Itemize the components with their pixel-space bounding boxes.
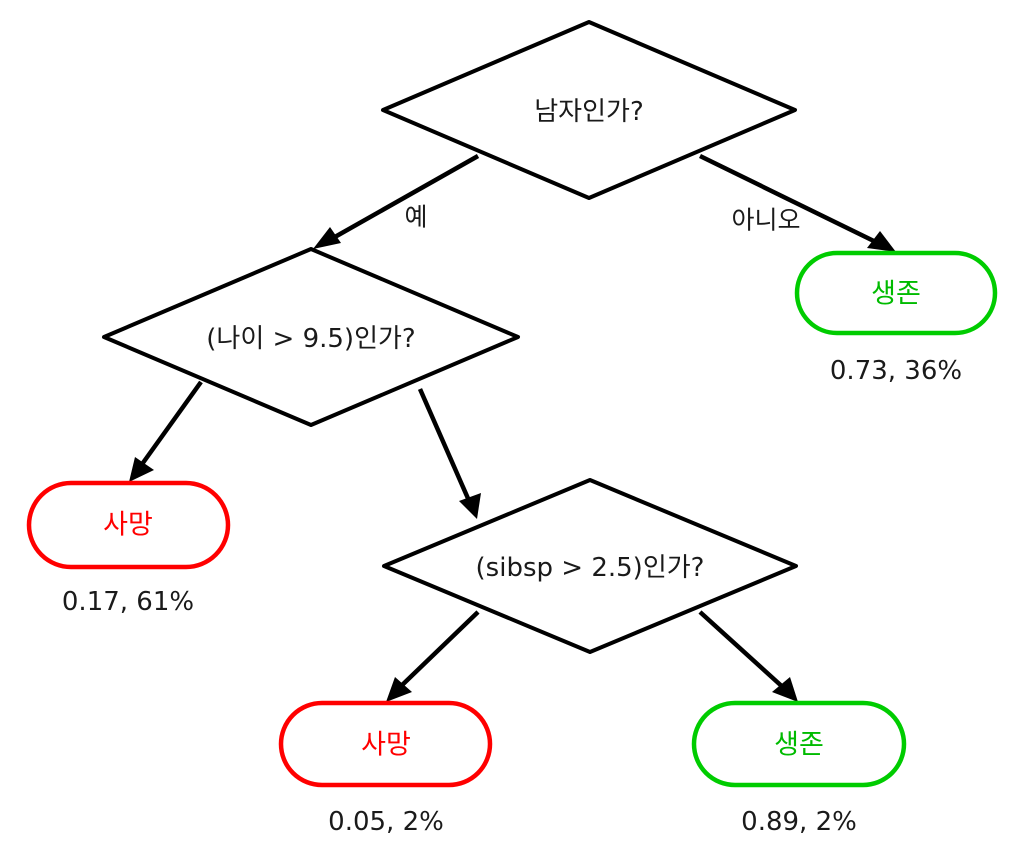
- leaf-node-survived-bottom[interactable]: [691, 700, 907, 788]
- leaf-node-died-left[interactable]: [26, 480, 231, 570]
- leaf-node-died-bottom[interactable]: [278, 700, 493, 788]
- leaf-caption-died-left: 0.17, 61%: [61, 587, 195, 617]
- decision-node-age[interactable]: [102, 247, 520, 427]
- edge-age-yes: [129, 380, 203, 482]
- arrowhead-icon: [867, 231, 896, 252]
- arrowhead-icon: [772, 677, 798, 702]
- edge-root-yes: [313, 154, 480, 249]
- edges-group: [129, 153, 896, 702]
- leaf-caption-survived-right: 0.73, 36%: [829, 356, 963, 386]
- arrowhead-icon: [386, 677, 412, 702]
- decision-node-root[interactable]: [381, 20, 797, 200]
- edge-sibsp-no: [698, 610, 798, 702]
- leaf-caption-survived-bottom: 0.89, 2%: [741, 807, 857, 837]
- arrowhead-icon: [459, 493, 481, 519]
- arrowhead-icon: [129, 457, 154, 482]
- edge-age-no: [417, 388, 481, 519]
- edge-label-yes: 예: [404, 202, 428, 232]
- leaf-node-survived-right[interactable]: [794, 250, 998, 336]
- edge-label-no: 아니오: [731, 205, 801, 235]
- edge-root-no: [699, 153, 896, 252]
- arrowhead-icon: [313, 227, 341, 249]
- edge-sibsp-yes: [386, 610, 480, 702]
- decision-node-sibsp[interactable]: [382, 478, 798, 654]
- leaf-caption-died-bottom: 0.05, 2%: [328, 807, 444, 837]
